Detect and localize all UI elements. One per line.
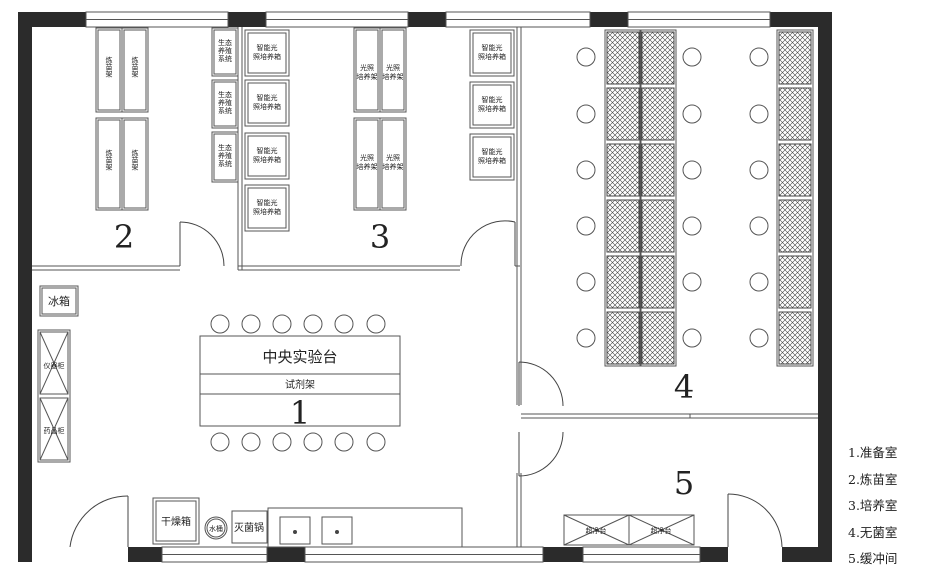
room-4-furniture: 4 [576,29,814,406]
incubator-label: 照培养箱 [253,207,281,216]
incubator-label: 智能光 [482,43,503,52]
incubator-label: 智能光 [482,95,503,104]
light-rack-label: 培养架 [357,162,378,171]
incubator-label: 智能光 [257,43,278,52]
clean-bench-label: 超净台 [651,526,672,535]
light-rack-label: 培养架 [383,162,404,171]
legend-item: 1.准备室 [848,445,898,460]
instrument-cabinet-label: 仪器柜 [44,361,65,370]
incubator-label: 智能光 [257,93,278,102]
legend-item: 5.缓冲间 [848,551,898,566]
clean-bench-label: 超净台 [586,526,607,535]
reagent-rack-label: 试剂架 [285,378,315,391]
seedling-rack-label: 炼苗架 [131,149,139,172]
room-5-furniture: 超净台 超净台 5 [563,464,695,546]
legend-item: 3.培养室 [848,498,898,513]
eco-system-label: 养殖 [218,46,232,55]
dryer-label: 干燥箱 [161,515,191,528]
incubator-label: 照培养箱 [253,102,281,111]
incubator-label: 照培养箱 [478,52,506,61]
eco-system-label: 生态 [218,90,232,99]
room-3-furniture: 智能光 照培养箱 智能光 照培养箱 智能光 照培养箱 智能光 照培养箱 光照 培… [244,27,515,256]
incubator-label: 智能光 [482,147,503,156]
light-rack-label: 光照 [386,63,400,72]
fridge-label: 冰箱 [48,294,70,308]
room-3-number: 3 [370,218,390,256]
incubator-label: 智能光 [257,198,278,207]
eco-system-label: 生态 [218,143,232,152]
incubator-label: 照培养箱 [478,156,506,165]
doors [69,220,783,548]
seedling-rack-label: 炼苗架 [131,56,139,79]
room-1-number: 1 [290,394,310,432]
interior-walls [32,27,818,547]
outer-walls [18,12,832,562]
eco-system-label: 生态 [218,38,232,47]
eco-system-label: 养殖 [218,98,232,107]
incubator-label: 智能光 [257,146,278,155]
seedling-rack-label: 炼苗架 [105,56,113,79]
room-2-number: 2 [114,218,134,256]
room-5-number: 5 [674,464,694,502]
incubator-label: 照培养箱 [253,52,281,61]
water-bucket-label: 水桶 [209,524,223,533]
room-legend: 1.准备室 2.炼苗室 3.培养室 4.无菌室 5.缓冲间 [848,440,931,573]
light-rack-label: 培养架 [383,72,404,81]
seedling-rack-label: 炼苗架 [105,149,113,172]
sterilizer-label: 灭菌锅 [234,522,264,534]
light-rack-label: 培养架 [357,72,378,81]
room-4-number: 4 [674,368,694,406]
legend-item: 4.无菌室 [848,524,898,540]
light-rack-label: 光照 [360,153,374,162]
room-1-furniture: 冰箱 仪器柜 药品柜 中央实验台 试剂架 干燥箱 水桶 灭菌锅 1 [37,285,463,548]
room-2-furniture: 炼苗架 炼苗架 炼苗架 炼苗架 生态 养殖 系统 生态 养殖 系统 生态 养殖 … [95,27,239,256]
central-bench-label: 中央实验台 [262,348,337,366]
light-rack-label: 光照 [386,153,400,162]
incubator-label: 照培养箱 [478,104,506,113]
light-rack-label: 光照 [360,63,374,72]
eco-system-label: 系统 [218,159,232,168]
eco-system-label: 系统 [218,54,232,63]
incubator-label: 照培养箱 [253,155,281,164]
eco-system-label: 养殖 [218,151,232,160]
legend-item: 2.炼苗室 [848,471,898,487]
eco-system-label: 系统 [218,106,232,115]
drug-cabinet-label: 药品柜 [44,426,65,435]
